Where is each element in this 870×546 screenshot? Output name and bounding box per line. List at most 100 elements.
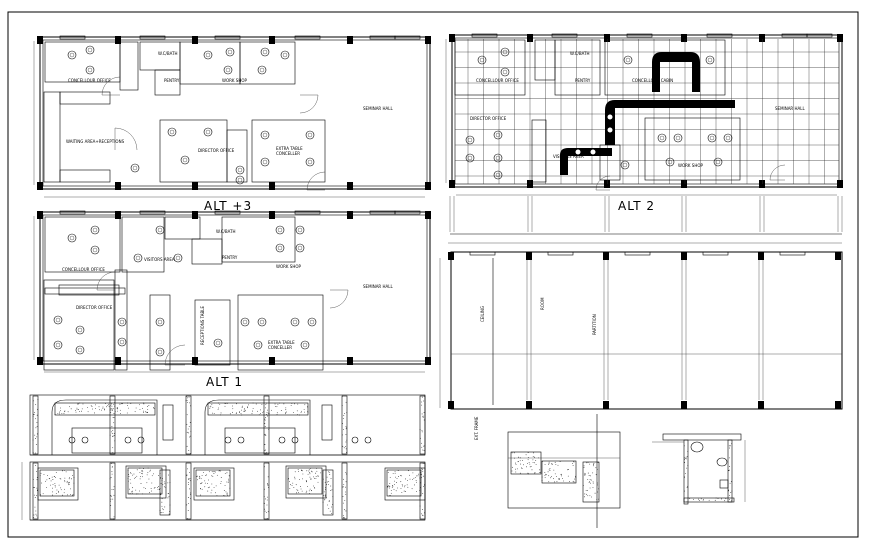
stipple [132, 491, 133, 492]
stipple [285, 412, 286, 413]
stipple [265, 426, 266, 427]
stipple [236, 412, 237, 413]
stipple [54, 483, 55, 484]
cabinet-panel [196, 470, 230, 496]
stipple [346, 481, 347, 482]
stipple [74, 477, 75, 478]
stipple [128, 478, 129, 479]
stipple [68, 482, 69, 483]
stipple [313, 486, 314, 487]
stipple [420, 487, 421, 488]
stipple [110, 405, 111, 406]
stipple [389, 486, 390, 487]
stipple [330, 490, 331, 491]
stipple [304, 412, 305, 413]
stipple [60, 478, 61, 479]
stipple [346, 426, 347, 427]
stipple [129, 476, 130, 477]
stipple [160, 494, 161, 495]
ceiling-feature-duct [605, 100, 735, 145]
stipple [533, 456, 534, 457]
wall-section [342, 463, 347, 519]
stipple [190, 431, 191, 432]
elevation-frame [30, 462, 425, 520]
stipple [131, 491, 132, 492]
stipple [140, 476, 141, 477]
stipple [111, 410, 112, 411]
wall-section [264, 396, 269, 454]
stipple [128, 474, 129, 475]
stipple [423, 486, 424, 487]
stipple [586, 494, 587, 495]
stipple [219, 404, 220, 405]
room-label-reception-table: RECEPTIONS TABLE [200, 306, 205, 345]
ext-frame-label: EXT. FRAME [474, 416, 479, 440]
stipple [199, 477, 200, 478]
stipple [685, 458, 686, 459]
stipple [113, 408, 114, 409]
stipple [161, 502, 162, 503]
chair-icon [91, 246, 99, 254]
stipple [265, 499, 266, 500]
stipple [155, 487, 156, 488]
stipple [545, 475, 546, 476]
stipple [268, 511, 269, 512]
chair-icon [54, 316, 62, 324]
column [681, 401, 687, 409]
stipple [228, 481, 229, 482]
stipple [212, 476, 213, 477]
stipple [271, 410, 272, 411]
chair-icon [236, 166, 244, 174]
inner-wall [455, 38, 839, 184]
stipple [52, 479, 53, 480]
stipple [190, 405, 191, 406]
stipple [40, 494, 41, 495]
stipple [164, 486, 165, 487]
stipple [590, 479, 591, 480]
chair-seat [278, 228, 282, 232]
stipple [574, 482, 575, 483]
stipple [114, 433, 115, 434]
wall-section [33, 463, 38, 519]
stipple [550, 470, 551, 471]
stipple [41, 473, 42, 474]
stipple [420, 506, 421, 507]
stipple [168, 475, 169, 476]
stipple [188, 479, 189, 480]
stipple [542, 477, 543, 478]
stipple [718, 498, 719, 499]
stipple [127, 413, 128, 414]
stipple [293, 487, 294, 488]
chair-seat [676, 136, 680, 140]
chair-icon [86, 46, 94, 54]
stipple [343, 415, 344, 416]
stipple [200, 483, 201, 484]
stipple [583, 485, 584, 486]
stipple [64, 480, 65, 481]
stipple [37, 517, 38, 518]
room-label-director-office: DIRECTOR OFFICE [470, 116, 507, 121]
column [347, 182, 353, 190]
stipple [50, 485, 51, 486]
stipple [548, 481, 549, 482]
chair-icon [174, 254, 182, 262]
stipple [140, 478, 141, 479]
stipple [423, 416, 424, 417]
knob-icon [279, 437, 285, 443]
stipple [421, 443, 422, 444]
stipple [264, 444, 265, 445]
stipple [212, 471, 213, 472]
stipple [561, 476, 562, 477]
stipple [47, 475, 48, 476]
stipple [211, 475, 212, 476]
column [526, 252, 532, 260]
stipple [224, 403, 225, 404]
stipple [264, 496, 265, 497]
stipple [112, 426, 113, 427]
stipple [553, 478, 554, 479]
bath-wall [684, 440, 688, 504]
stipple [311, 479, 312, 480]
chair-icon [181, 156, 189, 164]
stipple [69, 406, 70, 407]
drawing-title-alt3: ALT +3 [204, 199, 252, 213]
